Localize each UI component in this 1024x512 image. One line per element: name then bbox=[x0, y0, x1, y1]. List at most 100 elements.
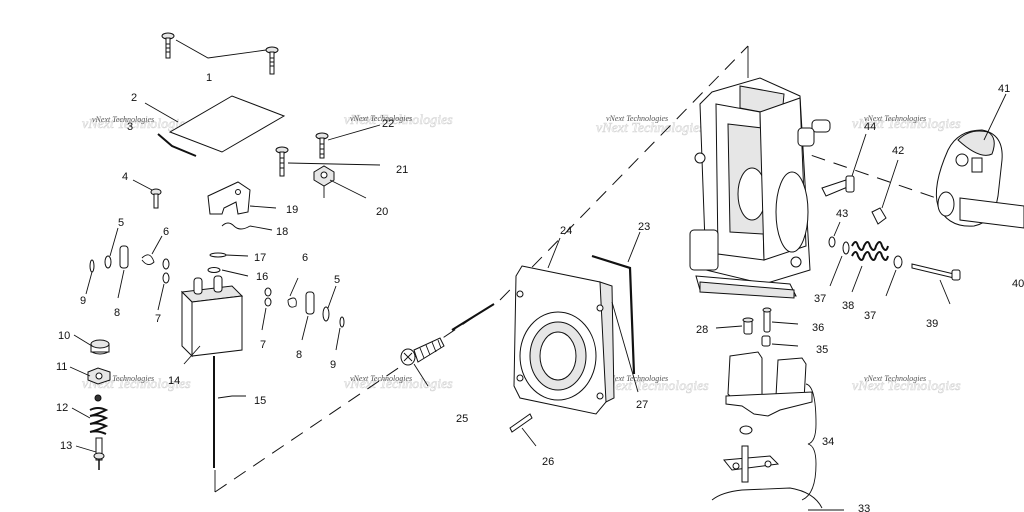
svg-text:vNext Technologies: vNext Technologies bbox=[82, 117, 191, 132]
o-ring bbox=[104, 255, 112, 269]
screw-icon bbox=[265, 46, 279, 75]
callout-5: 5 bbox=[118, 217, 124, 229]
nut bbox=[87, 367, 111, 385]
callout-16: 16 bbox=[256, 271, 268, 283]
screw-icon bbox=[400, 337, 445, 366]
screw-icon bbox=[161, 32, 175, 59]
callout-2: 2 bbox=[131, 92, 137, 104]
callout-37b: 37 bbox=[864, 310, 876, 322]
linkage-group-right bbox=[261, 277, 345, 351]
callout-4: 4 bbox=[122, 171, 128, 183]
callout-38: 38 bbox=[842, 300, 854, 312]
callout-20: 20 bbox=[376, 206, 388, 218]
svg-text:vNext Technologies: vNext Technologies bbox=[852, 117, 961, 132]
throttle-lever bbox=[935, 129, 1024, 229]
callout-24: 24 bbox=[560, 225, 572, 237]
callout-6b: 6 bbox=[302, 252, 308, 264]
spring-clip bbox=[287, 297, 297, 308]
bracket bbox=[207, 181, 251, 215]
svg-text:vNext Technologies: vNext Technologies bbox=[344, 377, 453, 392]
svg-text:vNext Technologies: vNext Technologies bbox=[596, 121, 705, 136]
screw-icon bbox=[93, 437, 105, 470]
callout-5b: 5 bbox=[334, 274, 340, 286]
callout-25: 25 bbox=[456, 413, 468, 425]
watermark: vNext Technologies bbox=[350, 374, 412, 383]
watermark: vNext Technologies bbox=[92, 374, 154, 383]
assembly-line bbox=[499, 45, 749, 301]
watermarks: vNext Technologies vNext Technologies vN… bbox=[82, 113, 962, 395]
callout-labels: 1 2 3 4 5 6 9 8 7 10 11 12 13 14 15 16 1… bbox=[56, 72, 1024, 512]
jet bbox=[762, 307, 772, 333]
float-bowl-gasket bbox=[711, 487, 823, 509]
assembly-line bbox=[789, 147, 1024, 229]
callout-26: 26 bbox=[542, 456, 554, 468]
callout-14: 14 bbox=[168, 375, 180, 387]
callout-23: 23 bbox=[638, 221, 650, 233]
callout-19: 19 bbox=[286, 204, 298, 216]
watermark: vNext Technologies bbox=[864, 374, 926, 383]
callout-7: 7 bbox=[155, 313, 161, 325]
bushing bbox=[264, 287, 272, 297]
o-ring bbox=[322, 306, 330, 322]
spring-clip bbox=[141, 254, 155, 265]
screw-icon bbox=[150, 188, 162, 209]
callout-12: 12 bbox=[56, 402, 68, 414]
callout-36: 36 bbox=[812, 322, 824, 334]
pin bbox=[509, 413, 533, 433]
o-ring bbox=[89, 259, 95, 273]
watermark: vNext Technologies bbox=[606, 114, 668, 123]
callout-43: 43 bbox=[836, 208, 848, 220]
assembly-line bbox=[214, 305, 491, 493]
watermark: vNext Technologies bbox=[92, 115, 154, 124]
jet bbox=[742, 317, 754, 335]
washer bbox=[842, 241, 850, 255]
throttle-slide bbox=[180, 275, 244, 358]
cap bbox=[871, 207, 887, 225]
callout-6: 6 bbox=[163, 226, 169, 238]
callout-37: 37 bbox=[814, 293, 826, 305]
callout-27: 27 bbox=[636, 399, 648, 411]
callout-35: 35 bbox=[816, 344, 828, 356]
screw-icon bbox=[911, 263, 961, 281]
callout-17: 17 bbox=[254, 252, 266, 264]
link-plate bbox=[119, 245, 129, 269]
callout-34: 34 bbox=[822, 436, 834, 448]
callout-21: 21 bbox=[396, 164, 408, 176]
carburetor-body-icon bbox=[689, 77, 831, 299]
o-ring bbox=[339, 316, 345, 328]
pin bbox=[209, 252, 227, 258]
callout-10: 10 bbox=[58, 330, 70, 342]
screw-icon bbox=[315, 132, 329, 159]
callout-1: 1 bbox=[206, 72, 212, 84]
callout-44: 44 bbox=[864, 121, 876, 133]
svg-text:vNext Technologies: vNext Technologies bbox=[852, 379, 961, 394]
fitting bbox=[821, 175, 855, 197]
spring-icon bbox=[851, 241, 889, 261]
watermark: vNext Technologies bbox=[606, 374, 668, 383]
clip bbox=[221, 222, 251, 230]
callout-9b: 9 bbox=[330, 359, 336, 371]
bushing bbox=[162, 258, 170, 270]
o-ring bbox=[739, 425, 753, 435]
screw-pair bbox=[161, 32, 279, 75]
svg-text:vNext Technologies: vNext Technologies bbox=[344, 113, 453, 128]
callout-39: 39 bbox=[926, 318, 938, 330]
watermark: vNext Technologies bbox=[350, 114, 412, 123]
jet bbox=[761, 335, 771, 347]
callout-28: 28 bbox=[696, 324, 708, 336]
callout-8b: 8 bbox=[296, 349, 302, 361]
callout-9: 9 bbox=[80, 295, 86, 307]
rod bbox=[591, 254, 636, 375]
carb-flange bbox=[513, 265, 615, 415]
float-assembly bbox=[723, 351, 813, 483]
link-plate bbox=[305, 291, 315, 315]
screw-icon bbox=[275, 146, 289, 177]
linkage-group-left bbox=[85, 227, 170, 311]
washer bbox=[893, 255, 903, 269]
svg-text:vNext Technologies: vNext Technologies bbox=[600, 379, 709, 394]
callout-42: 42 bbox=[892, 145, 904, 157]
cover-plate bbox=[168, 95, 286, 153]
nut bbox=[313, 165, 335, 187]
bushing bbox=[264, 297, 272, 307]
